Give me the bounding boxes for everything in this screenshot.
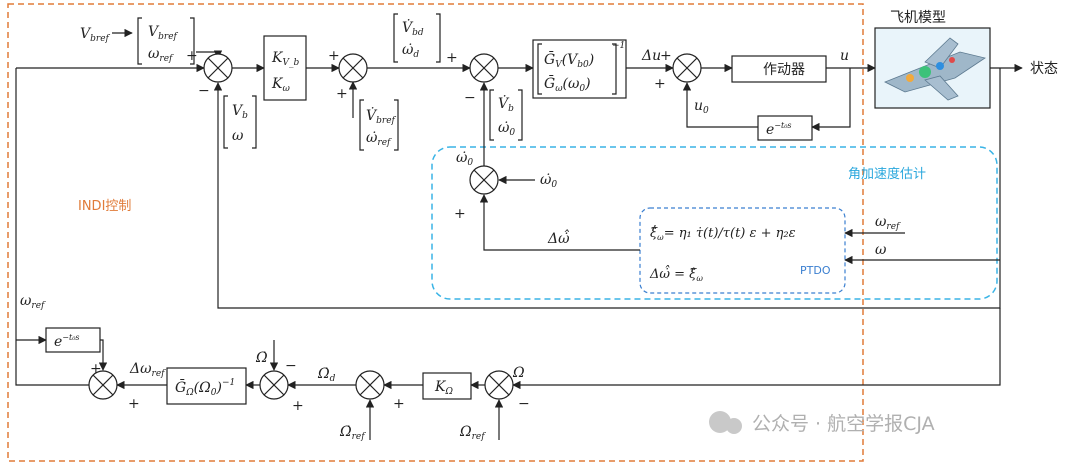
aircraft-title: 飞机模型 — [890, 10, 946, 26]
fb2-top: V̇b — [498, 94, 514, 114]
est-to-sum5-line — [479, 194, 640, 251]
fb2-bracket-left — [489, 89, 494, 141]
ref-vector-v: Vbref — [148, 24, 179, 42]
omega-ref-label: Ωref — [459, 424, 486, 442]
ptdo-label: PTDO — [800, 264, 831, 277]
sign-b1-minus: − — [518, 396, 530, 412]
g-omega-label: ḠΩ(Ω0)−1 — [175, 378, 235, 398]
omega-dot-fb-label: Ω̇ — [255, 350, 268, 366]
estimation-title: 角加速度估计 — [848, 166, 926, 182]
delay-block-2 — [45, 327, 101, 353]
left-outer-line — [15, 68, 101, 390]
ref-vector-bracket-right — [190, 17, 195, 65]
state-label: 状态 — [1030, 61, 1058, 77]
g-inverse-block — [532, 39, 627, 99]
sum-junction-3 — [469, 53, 499, 83]
actuator-block — [731, 55, 827, 83]
ffref-bracket-right — [394, 99, 399, 151]
sum-junction-b1 — [484, 370, 514, 400]
omega-dot-ref-label: Ω̇ref — [339, 424, 366, 442]
fb-vector-bracket-left — [223, 95, 228, 149]
g-inv-bracket-right — [612, 43, 617, 95]
fb-vector-bracket-right — [252, 95, 257, 149]
g-inv-top: ḠV(Vb0) — [544, 50, 594, 70]
k-w-label: Kω — [271, 76, 290, 94]
u-label: u — [840, 48, 849, 64]
k-v-label: KV_b — [271, 50, 299, 68]
vd-vector-bracket-left — [393, 13, 398, 63]
ref-vector-w: ωref — [148, 46, 174, 64]
sum-junction-2 — [338, 53, 368, 83]
k-omega-label: KΩ — [434, 379, 453, 397]
sum-junction-4 — [672, 53, 702, 83]
fb2-bot: ω̇0 — [498, 120, 515, 138]
g-omega-block — [166, 367, 247, 405]
delta-u-label: Δu — [641, 48, 661, 64]
sign-sum4-plus: + — [660, 48, 672, 64]
actuator-label: 作动器 — [763, 62, 805, 78]
sign-sum1-minus: − — [198, 83, 210, 99]
sum-junction-b2 — [355, 370, 385, 400]
u0-label: u0 — [694, 98, 709, 116]
sign-b2-plus: + — [393, 396, 405, 412]
state-feedback-bottom-line — [512, 308, 1001, 390]
u-to-delay-line — [811, 68, 851, 132]
fb-vector-v: Vb — [232, 103, 248, 121]
sign-b3-minus: − — [285, 358, 297, 374]
sign-sum5-plus: + — [454, 206, 466, 222]
vd-vector-top: V̇bd — [402, 18, 424, 38]
watermark: 公众号 · 航空学报CJA — [709, 411, 935, 435]
omega-fb-label: Ω — [512, 365, 525, 381]
ffref-top: V̇bref — [366, 106, 397, 126]
fb-vector-w: ω — [232, 128, 244, 144]
estimation-region-border — [431, 146, 998, 300]
vd-vector-bracket-right — [436, 13, 441, 63]
g-inv-bracket-left — [537, 43, 542, 95]
delay2-to-sumb4-line — [98, 339, 108, 371]
sum-junction-b3 — [259, 370, 289, 400]
k-gain-block — [263, 35, 307, 101]
sum-junction-5 — [469, 165, 499, 195]
ptdo-eq2: Δω̇̂ = ξ̂ω — [649, 264, 703, 283]
sign-sum3-minus: − — [464, 90, 476, 106]
delay-label: e−t₀s — [766, 121, 792, 138]
outer-wref-label: ωref — [20, 293, 46, 311]
sign-b3-plus: + — [292, 398, 304, 414]
ref-vector-bracket-left — [137, 17, 142, 65]
delta-wref-label: Δωref — [129, 361, 166, 379]
g-inv-bot: Ḡω(ω0) — [544, 74, 591, 94]
watermark-text: 公众号 · 航空学报CJA — [752, 413, 935, 435]
vbref-input-label: Vbref — [80, 26, 111, 44]
ffref-bracket-left — [359, 99, 364, 151]
w0dot-input-label: ω̇0 — [540, 172, 557, 190]
sign-b4-plus-right: + — [128, 396, 140, 412]
sign-sum2-plus: + — [328, 48, 340, 64]
delta-wdot-label: Δω̇̂ — [547, 228, 570, 247]
k-omega-block — [422, 372, 472, 400]
sign-b4-plus-top: + — [90, 361, 102, 377]
delay-block — [757, 115, 813, 141]
w0dot-top-label: ω̇0 — [456, 150, 473, 168]
sum-junction-1 — [203, 53, 233, 83]
sign-sum4-plus-b: + — [654, 76, 666, 92]
ptdo-eq1: ξ̂̇ω= η₁ τ̇(t)/τ(t) ε + η₂ε — [650, 224, 796, 242]
state-feedback-top-line — [213, 68, 1001, 309]
delay2-label: e−t₀s — [54, 333, 80, 350]
est-w-label: ω — [875, 242, 887, 258]
omega-dot-d-label: Ω̇d — [317, 366, 336, 384]
sign-sum3-plus: + — [446, 50, 458, 66]
g-inv-exponent: −1 — [612, 41, 625, 51]
sum-junction-b4 — [88, 370, 118, 400]
aircraft-model-picture — [874, 27, 991, 109]
indi-title: INDI控制 — [78, 199, 131, 214]
delay-to-sum4-line — [682, 82, 758, 128]
est-wref-label: ωref — [875, 214, 901, 232]
fb2-bracket-right — [518, 89, 523, 141]
ffref-bot: ω̇ref — [366, 130, 392, 148]
sign-sum1-plus: + — [186, 48, 198, 64]
sign-sum2-plus-b: + — [336, 86, 348, 102]
vd-vector-bot: ω̇d — [402, 42, 419, 60]
